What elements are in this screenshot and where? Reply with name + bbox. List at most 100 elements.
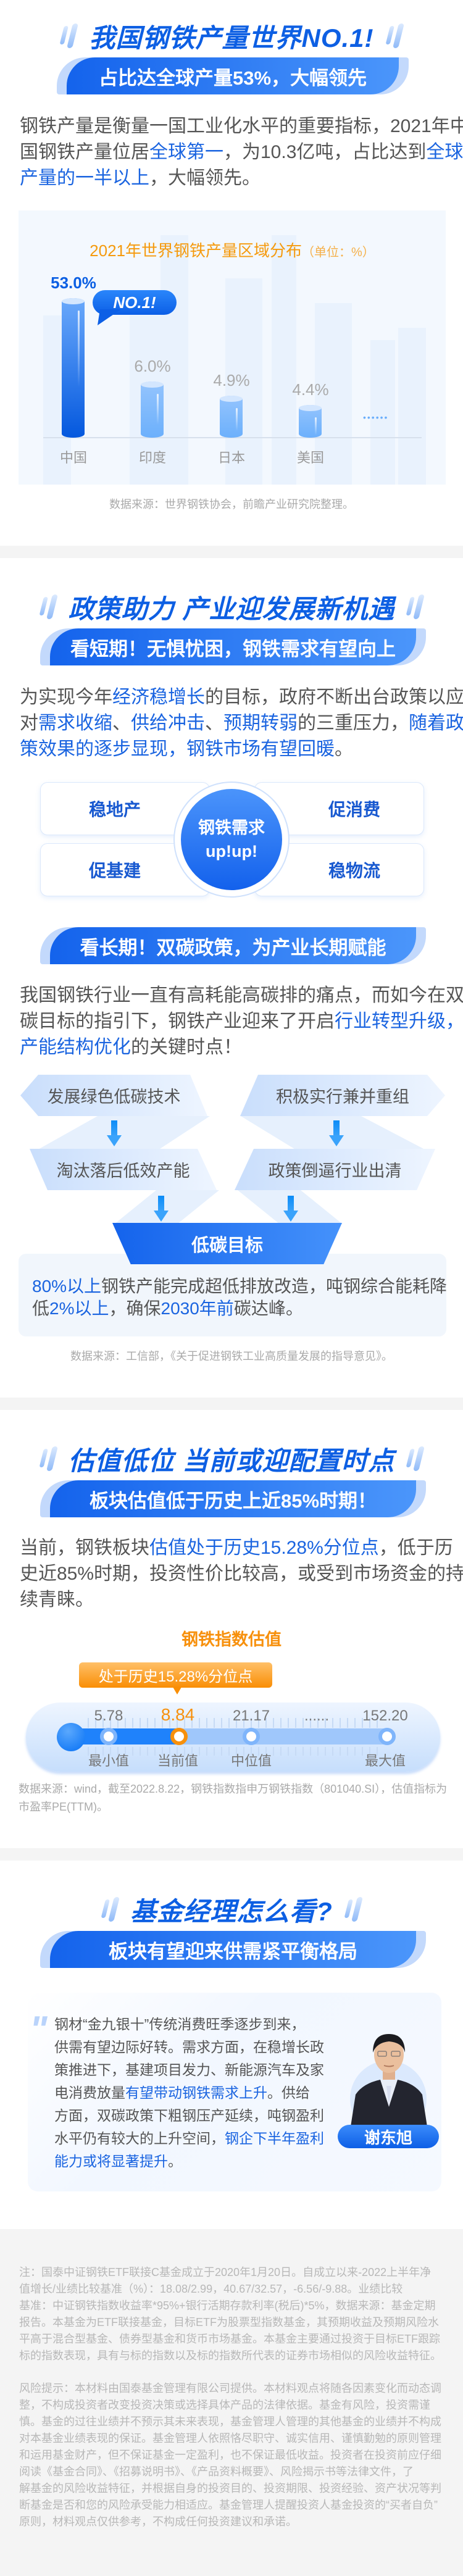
flow-step-eliminate-capacity: 淘汰落后低效产能 — [30, 1149, 217, 1190]
text-line: 产能结构优化的关键时点！ — [20, 1035, 463, 1061]
title-decoration-icon — [405, 1446, 425, 1471]
bar-0 — [62, 298, 85, 438]
min-value: 5.78 — [94, 1707, 123, 1724]
chart-unit: （单位：%） — [302, 246, 375, 259]
text-line: 国钢铁产量位居全球第一，为10.3亿吨，占比达到全球 — [20, 140, 463, 165]
text-segment: 钢铁产量是衡量一国工业化水平的重要指标，2021年中 — [20, 116, 463, 136]
highlighted-text: 2%以上 — [49, 1299, 109, 1318]
bar-value-label: 6.0% — [134, 357, 171, 375]
text-line: 电消费放量有望带动钢铁需求上升。供给 — [54, 2082, 335, 2104]
manager-name-badge: 谢东旭 — [338, 2125, 439, 2148]
text-segment: 我国钢铁行业一直有高耗能高碳排的痛点，而如今在双 — [20, 985, 463, 1006]
text-line: 慎。基金的过往业绩并不预示其未来表现，基金管理人管理的其他基金的业绩并不构成 — [19, 2414, 441, 2430]
text-segment: 阅读《基金合同》、《招募说明书》、《产品资料概要》、风险揭示书等法律文件，了 — [19, 2466, 414, 2478]
goal-info-box: 80%以上钢铁产能完成超低排放改造，吨钢综合能耗降低2%以上，确保2030年前碳… — [19, 1254, 447, 1336]
section-divider — [0, 1398, 463, 1410]
data-source: 数据来源：wind，截至2022.8.22，钢铁指数指申万钢铁指数（801040… — [19, 1780, 447, 1816]
text-segment: 整，不构成投资者改变投资决策或选择具体产品的法律依据。基金有风险，投资需谨 — [19, 2399, 430, 2411]
text-segment: 对 — [20, 713, 38, 733]
text-line: 原则，材料观点仅供参考，不构成任何投资建议和承诺。 — [19, 2514, 441, 2530]
flow-step-policy-clearance: 政策倒逼行业出清 — [235, 1149, 435, 1190]
text-line: 方面，双碳政策下粗钢压产延续，吨钢盈利 — [54, 2104, 335, 2127]
category-label: 中国 — [59, 450, 87, 465]
arrow-down-icon — [107, 1120, 122, 1146]
highlighted-text: 2030年前 — [161, 1299, 234, 1318]
valuation-paragraph: 当前，钢铁板块估值处于历史15.28%分位点，低于历史近85%时期，投资性价比较… — [20, 1535, 463, 1613]
text-segment: 碳达峰。 — [233, 1299, 303, 1318]
arrow-down-icon — [329, 1120, 344, 1146]
title-decoration-icon — [405, 594, 425, 619]
text-line: 解基金的风险收益特征，并根据自身的投资目的、投资期限、投资经验、资产状况等判 — [19, 2480, 441, 2497]
section-title-policy: 政策助力 产业迎发展新机遇 — [0, 590, 463, 624]
text-segment: 风险提示：本材料由国泰基金管理有限公司提供。本材料观点将随各因素变化而动态调 — [19, 2382, 441, 2395]
current-knob — [170, 1728, 188, 1745]
bar-value-label: 4.9% — [213, 371, 250, 390]
percentile-tag: 处于历史15.28%分位点 — [79, 1662, 272, 1688]
chart-baseline — [43, 437, 422, 438]
text-line: 平高于混合型基金、债券型基金和货币市场基金。本基金主要通过投资于目标ETF跟踪 — [19, 2331, 441, 2348]
no1-badge: NO.1! — [93, 290, 177, 315]
text-line: 基准：中证钢铁指数收益率*95%+银行活期存款利率(税后)*5%，数据来源：基金… — [19, 2298, 441, 2314]
text-segment: 史近85%时期，投资性价比较高，或受到市场资金的持 — [20, 1564, 463, 1584]
text-segment: 标的指数表现，具有与标的指数以及标的指数所代表的证券市场相似的风险收益特征。 — [19, 2349, 441, 2362]
section-banner: 占比达全球产量53%，大幅领先 — [57, 57, 409, 94]
highlighted-text: 策效果的逐步显现，钢铁市场有望回暖 — [20, 739, 335, 759]
text-segment: 国钢铁产量位居 — [20, 142, 149, 162]
text-line: 当前，钢铁板块估值处于历史15.28%分位点，低于历 — [20, 1535, 463, 1561]
text-segment: 低 — [32, 1299, 50, 1318]
median-value: 21.17 — [232, 1707, 270, 1724]
text-segment: 碳目标的指引下，钢铁产业迎来了开启 — [20, 1011, 335, 1032]
text-line: 我国钢铁行业一直有高耗能高碳排的痛点，而如今在双 — [20, 983, 463, 1009]
text-line: 对本基金业绩表现的保证。基金管理人依照恪尽职守、诚实信用、谨慎勤勉的原则管理 — [19, 2430, 441, 2447]
highlighted-text: 钢企下半年盈利 — [225, 2130, 324, 2146]
text-segment: 断基金是否和您的风险承受能力相适应。基金管理人提醒投资人基金投资的“买者自负” — [19, 2499, 438, 2511]
text-line: 80%以上钢铁产能完成超低排放改造，吨钢综合能耗降 — [32, 1275, 447, 1298]
text-segment: 基准：中证钢铁指数收益率*95%+银行活期存款利率(税后)*5%，数据来源：基金… — [19, 2299, 436, 2312]
category-label: 美国 — [296, 450, 324, 465]
category-label: 印度 — [138, 450, 166, 465]
highlighted-text: 估值处于历史15.28%分位点 — [149, 1538, 379, 1558]
chart-title: 2021年世界钢铁产量区域分布（单位：%） — [90, 241, 375, 260]
max-label: 最大值 — [364, 1753, 406, 1769]
highlighted-text: 80%以上 — [32, 1277, 102, 1296]
text-line: 标的指数表现，具有与标的指数以及标的指数所代表的证券市场相似的风险收益特征。 — [19, 2348, 441, 2364]
text-segment: ，确保 — [109, 1299, 161, 1318]
flow-step-merger: 积极实行兼并重组 — [240, 1075, 445, 1116]
bar-2 — [220, 396, 243, 438]
section-banner: 板块估值低于历史上近85%时期！ — [40, 1480, 426, 1517]
category-label: 日本 — [217, 450, 245, 465]
min-label: 最小值 — [88, 1753, 129, 1769]
highlighted-text: 产量的一半以上 — [20, 168, 149, 188]
gauge-bulb — [57, 1723, 85, 1751]
text-segment: 平高于混合型基金、债券型基金和货币市场基金。本基金主要通过投资于目标ETF跟踪 — [19, 2333, 440, 2345]
highlighted-text: 能力或将显著提升 — [54, 2153, 168, 2169]
text-segment: 为实现今年 — [20, 687, 112, 707]
text-segment: 市盈率PE(TTM)。 — [19, 1801, 108, 1813]
more-ellipsis: •••••• — [363, 412, 389, 422]
gauge-title: 钢铁指数估值 — [181, 1630, 282, 1649]
text-line: 低2%以上，确保2030年前碳达峰。 — [32, 1298, 447, 1320]
section-banner: 看短期！无惧忧困，钢铁需求有望向上 — [40, 628, 426, 665]
text-segment: 注：国泰中证钢铁ETF联接C基金成立于2020年1月20日。自成立以来-2022… — [19, 2266, 432, 2278]
bar-value-label: 4.4% — [292, 380, 329, 399]
text-segment: 、 — [112, 713, 131, 733]
text-line: 碳目标的指引下，钢铁产业迎来了开启行业转型升级， — [20, 1009, 463, 1035]
section-title-manager: 基金经理怎么看? — [0, 1892, 463, 1927]
text-line: 市盈率PE(TTM)。 — [19, 1798, 447, 1816]
tag-pointer — [173, 1687, 181, 1694]
title-decoration-icon — [59, 23, 79, 48]
min-knob — [100, 1728, 117, 1745]
text-segment: 慎。基金的过往业绩并不预示其未来表现，基金管理人管理的其他基金的业绩并不构成 — [19, 2416, 441, 2428]
text-segment: 原则，材料观点仅供参考，不构成任何投资建议和承诺。 — [19, 2516, 297, 2528]
bar-1 — [141, 381, 164, 438]
text-segment: ，为10.3亿吨，占比达到 — [223, 142, 427, 162]
text-line: 水平仍有较大的上升空间，钢企下半年盈利 — [54, 2127, 335, 2150]
title-decoration-icon — [385, 23, 404, 48]
text-segment: 。 — [335, 739, 353, 759]
bar-3 — [299, 405, 322, 438]
text-segment: 数据来源：wind，截至2022.8.22，钢铁指数指申万钢铁指数（801040… — [19, 1783, 448, 1795]
text-line: 和运用基金财产，但不保证基金一定盈利，也不保证最低收益。投资者在投资前应仔细 — [19, 2447, 441, 2464]
text-segment: 当前，钢铁板块 — [20, 1538, 149, 1558]
